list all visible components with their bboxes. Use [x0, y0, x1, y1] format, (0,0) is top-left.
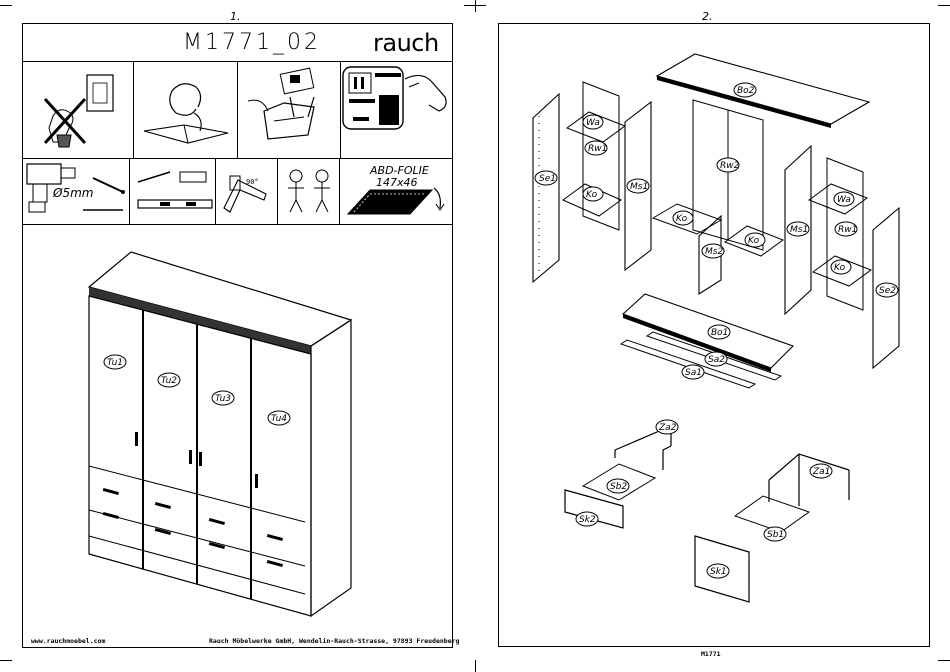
crop-mark: [0, 5, 12, 6]
company-address: Rauch Möbelwerke GmbH, Wendelin-Rauch-St…: [209, 637, 459, 645]
two-persons-icon: [278, 158, 340, 224]
door-label-tu4: Tu4: [271, 414, 287, 424]
exploded-parts-drawing: Bo2 Wa Rw1 Se1 Ko Ms1 Rw2 Ko Ko Ms2 Ms1 …: [499, 24, 929, 646]
part-label-sk1: Sk1: [710, 567, 727, 577]
person-reading-icon: [134, 61, 238, 158]
crop-mark: [938, 660, 950, 661]
part-label-za1: Za1: [812, 467, 830, 477]
part-label-za2: Za2: [658, 423, 677, 433]
drill-cell: Ø5mm: [23, 158, 130, 224]
right-page-frame: Bo2 Wa Rw1 Se1 Ko Ms1 Rw2 Ko Ko Ms2 Ms1 …: [498, 23, 930, 647]
part-label-ms2: Ms2: [705, 247, 723, 257]
instruction-row-1: [23, 61, 452, 159]
part-label-sa1: Sa1: [685, 368, 702, 378]
sort-parts-icon: [238, 61, 341, 158]
foil-label-2: 147x46: [376, 176, 418, 189]
square-cell: 90°: [216, 158, 278, 224]
two-persons-cell: [278, 158, 340, 224]
part-label-rw2: Rw2: [720, 161, 740, 171]
model-title: M1771_02: [183, 30, 321, 55]
crop-mark: [464, 5, 486, 6]
set-square-icon: [216, 158, 278, 224]
part-label-bo2: Bo2: [737, 86, 755, 96]
no-wall-mount-icon: [23, 61, 134, 158]
part-label-ms1: Ms1: [790, 225, 808, 235]
part-label-ko: Ko: [748, 236, 760, 246]
no-wall-mount-cell: [23, 61, 134, 158]
part-label-se2: Se2: [879, 286, 896, 296]
door-label-tu3: Tu3: [215, 394, 231, 404]
foil-cell: ABD-FOLIE 147x46: [340, 158, 452, 224]
check-parts-cell: [341, 61, 452, 158]
part-label-sb2: Sb2: [610, 482, 627, 492]
website-link[interactable]: www.rauchmoebel.com: [31, 637, 105, 645]
part-label-sb1: Sb1: [767, 530, 784, 540]
part-label-sa2: Sa2: [708, 355, 725, 365]
part-label-wa: Wa: [586, 118, 600, 128]
part-label-ko: Ko: [676, 214, 688, 224]
page-number: 1.: [230, 10, 241, 23]
part-label-wa: Wa: [837, 195, 851, 205]
part-label-rw1: Rw1: [838, 225, 857, 235]
part-label-bo1: Bo1: [711, 328, 728, 338]
angle-label: 90°: [246, 178, 259, 186]
door-label-tu1: Tu1: [107, 358, 123, 368]
crop-mark: [938, 5, 950, 6]
page-number: 2.: [702, 10, 713, 23]
door-label-tu2: Tu2: [161, 376, 177, 386]
crop-mark: [475, 660, 476, 672]
header-row: M1771_02 rauch: [23, 24, 452, 62]
drill-size-label: Ø5mm: [53, 186, 93, 200]
crop-mark: [0, 660, 12, 661]
tools-cell: [130, 158, 216, 224]
part-label-ms1: Ms1: [630, 182, 648, 192]
part-label-ko: Ko: [586, 190, 598, 200]
brand-logo: rauch: [373, 29, 439, 57]
crop-mark: [475, 0, 476, 12]
part-label-se1: Se1: [539, 174, 556, 184]
part-label-sk2: Sk2: [579, 515, 596, 525]
screwdriver-level-icon: [130, 158, 216, 224]
part-label-ko: Ko: [834, 263, 846, 273]
checklist-icon: [341, 61, 452, 158]
part-label-rw1: Rw1: [588, 144, 607, 154]
left-page-frame: M1771_02 rauch: [22, 23, 453, 648]
part-labels: Bo2 Wa Rw1 Se1 Ko Ms1 Rw2 Ko Ko Ms2 Ms1 …: [535, 83, 898, 578]
instruction-row-2: Ø5mm 90°: [23, 158, 452, 225]
footer-code: M1771: [701, 650, 721, 658]
read-manual-cell: [134, 61, 238, 158]
wardrobe-drawing: Tu1 Tu2 Tu3 Tu4: [23, 224, 452, 634]
sort-parts-cell: [238, 61, 341, 158]
